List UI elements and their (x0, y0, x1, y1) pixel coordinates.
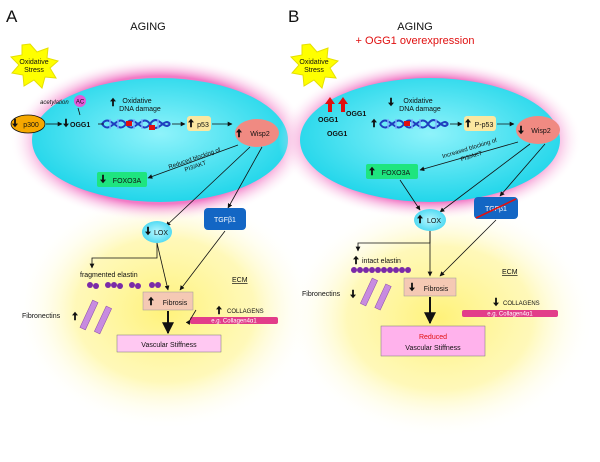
elastin-label-b: intact elastin (362, 258, 401, 265)
foxo3a-node-b (366, 164, 418, 179)
vascular-stiffness-node (116, 334, 222, 353)
dna-helix-icon-b (379, 119, 449, 129)
ac-badge (74, 95, 86, 107)
acetylation-label: acetylation (40, 100, 69, 106)
panel-b-subtitle: + OGG1 overexpression (356, 35, 475, 47)
ogg1-label: OGG1 (70, 122, 90, 129)
oxidative-dna-damage-b-line2: DNA damage (399, 106, 441, 113)
ac-label: AC (76, 100, 85, 106)
panel-letter-b: B (288, 7, 299, 26)
oxidative-stress-star-icon-b (289, 43, 340, 89)
wisp2-label: Wisp2 (250, 131, 270, 138)
elastin-label: fragmented elastin (80, 272, 138, 279)
panel-letter-a: A (6, 7, 18, 26)
fragmented-elastin-icon (87, 282, 161, 289)
cell-nucleus-b (300, 78, 560, 202)
foxo3a-label-b: FOXO3A (382, 170, 411, 177)
vascular-stiffness-label: Vascular Stiffness (141, 342, 197, 349)
tgfb1-label-b: TGFβ1 (485, 206, 507, 213)
oxidative-stress-b-line2: Stress (304, 67, 324, 74)
oxidative-stress-star-icon (9, 43, 60, 89)
fibronectin-icon-b (360, 277, 392, 311)
collagen-bar-b (462, 310, 558, 317)
tgfb1-node (204, 208, 246, 230)
p53-label-b: P-p53 (475, 122, 494, 129)
ecm-label-b: ECM (502, 269, 518, 276)
fibronectins-label-b: Fibronectins (302, 291, 341, 298)
lox-node-b (414, 209, 446, 231)
collagen-type-label: e.g. Collagen4α1 (211, 319, 257, 325)
reduced-vascular-stiffness-node (380, 325, 486, 357)
lox-label: LOX (154, 230, 168, 237)
wisp2-node (235, 119, 279, 147)
collagen-type-label-b: e.g. Collagen4α1 (487, 312, 533, 318)
ogg1-label-b2: OGG1 (346, 111, 366, 118)
panel-b-title: AGING (397, 21, 432, 33)
fibrosis-node (142, 291, 194, 311)
oxidative-dna-damage-b-line1: Oxidative (403, 98, 432, 105)
dna-helix-icon (101, 119, 171, 130)
oxidative-stress-line2: Stress (24, 67, 44, 74)
wisp2-node-b (516, 116, 560, 144)
collagens-label-b: COLLAGENS (503, 301, 540, 307)
lox-node (142, 221, 172, 243)
ogg1-label-b3: OGG1 (327, 131, 347, 138)
fibronectin-icon (79, 299, 112, 335)
panel-b: B AGING + OGG1 overexpression Oxidative … (278, 7, 595, 438)
fibrosis-label: Fibrosis (163, 300, 188, 307)
intact-elastin-icon (351, 267, 411, 273)
oxidative-dna-damage-line2: DNA damage (119, 106, 161, 113)
p300-label: p300 (23, 122, 39, 129)
p53-node-b (464, 116, 496, 131)
ogg1-label-b1: OGG1 (318, 117, 338, 124)
fibrosis-label-b: Fibrosis (424, 286, 449, 293)
lox-label-b: LOX (427, 218, 441, 225)
wisp2-label-b: Wisp2 (531, 128, 551, 135)
collagen-bar (190, 317, 278, 324)
panel-a: A AGING Oxidative Stress acetylation AC … (6, 7, 315, 430)
ecm-label: ECM (232, 277, 248, 284)
p53-label: p53 (197, 122, 209, 129)
fibronectins-label: Fibronectins (22, 313, 61, 320)
tgfb1-label: TGFβ1 (214, 217, 236, 224)
ogg1-overexpression-arrows-icon (325, 97, 348, 112)
foxo3a-label: FOXO3A (113, 178, 142, 185)
reduced-label: Reduced (419, 334, 447, 341)
oxidative-stress-line1: Oxidative (19, 59, 48, 66)
collagens-label: COLLAGENS (227, 309, 264, 315)
fibrosis-node-b (403, 277, 457, 297)
p300-node (10, 114, 46, 134)
ecm-glow-b (285, 198, 595, 438)
panel-a-title: AGING (130, 21, 165, 33)
foxo3a-node (97, 172, 147, 187)
oxidative-stress-b-line1: Oxidative (299, 59, 328, 66)
tgfb1-cross-icon (475, 198, 517, 219)
oxidative-dna-damage-line1: Oxidative (122, 98, 151, 105)
p53-node (187, 116, 211, 131)
vascular-stiffness-label-b: Vascular Stiffness (405, 345, 461, 352)
